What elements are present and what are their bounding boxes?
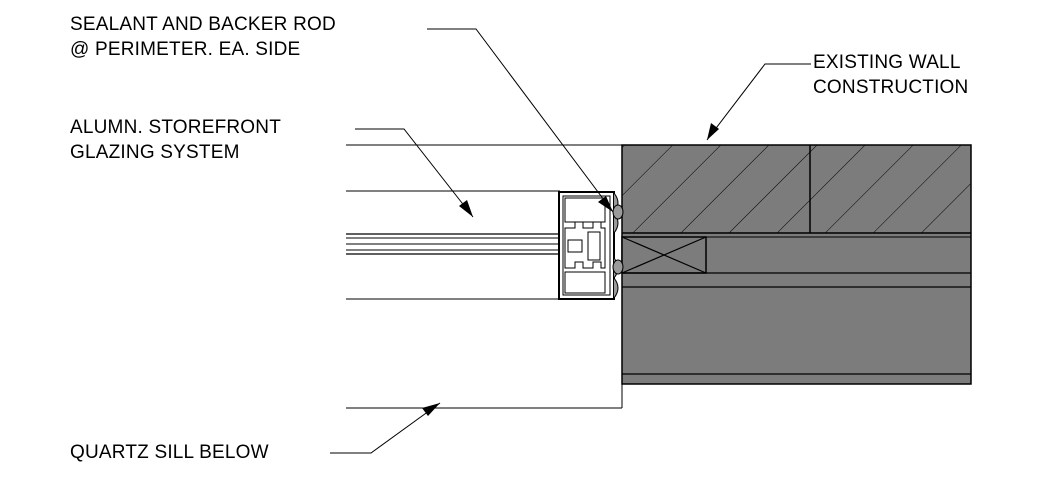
label-sealant-line1: SEALANT AND BACKER ROD (70, 14, 336, 35)
label-storefront-line1: ALUMN. STOREFRONT (70, 117, 282, 138)
sealant-backer-rods (612, 192, 624, 299)
label-quartz-sill: QUARTZ SILL BELOW (70, 442, 269, 463)
quartz-sill-outline (346, 144, 623, 409)
label-sealant-line2: @ PERIMETER. EA. SIDE (70, 39, 301, 60)
leader-sill (330, 402, 441, 454)
label-existing-line1: EXISTING WALL (813, 52, 961, 73)
existing-wall (621, 144, 972, 385)
wood-blocking (621, 236, 707, 274)
glazing-lines (346, 190, 560, 300)
leader-sealant (427, 28, 614, 213)
arrow-existing-wall (707, 123, 719, 140)
label-storefront-line2: GLAZING SYSTEM (70, 142, 240, 163)
arrow-storefront (459, 200, 473, 217)
leader-existing-wall (706, 63, 811, 141)
storefront-frame (558, 191, 615, 300)
label-existing-line2: CONSTRUCTION (813, 77, 969, 98)
arrow-sill (422, 403, 440, 416)
leader-storefront (355, 128, 474, 218)
wall-hatch-area (622, 145, 971, 233)
arrow-sealant (598, 196, 613, 212)
